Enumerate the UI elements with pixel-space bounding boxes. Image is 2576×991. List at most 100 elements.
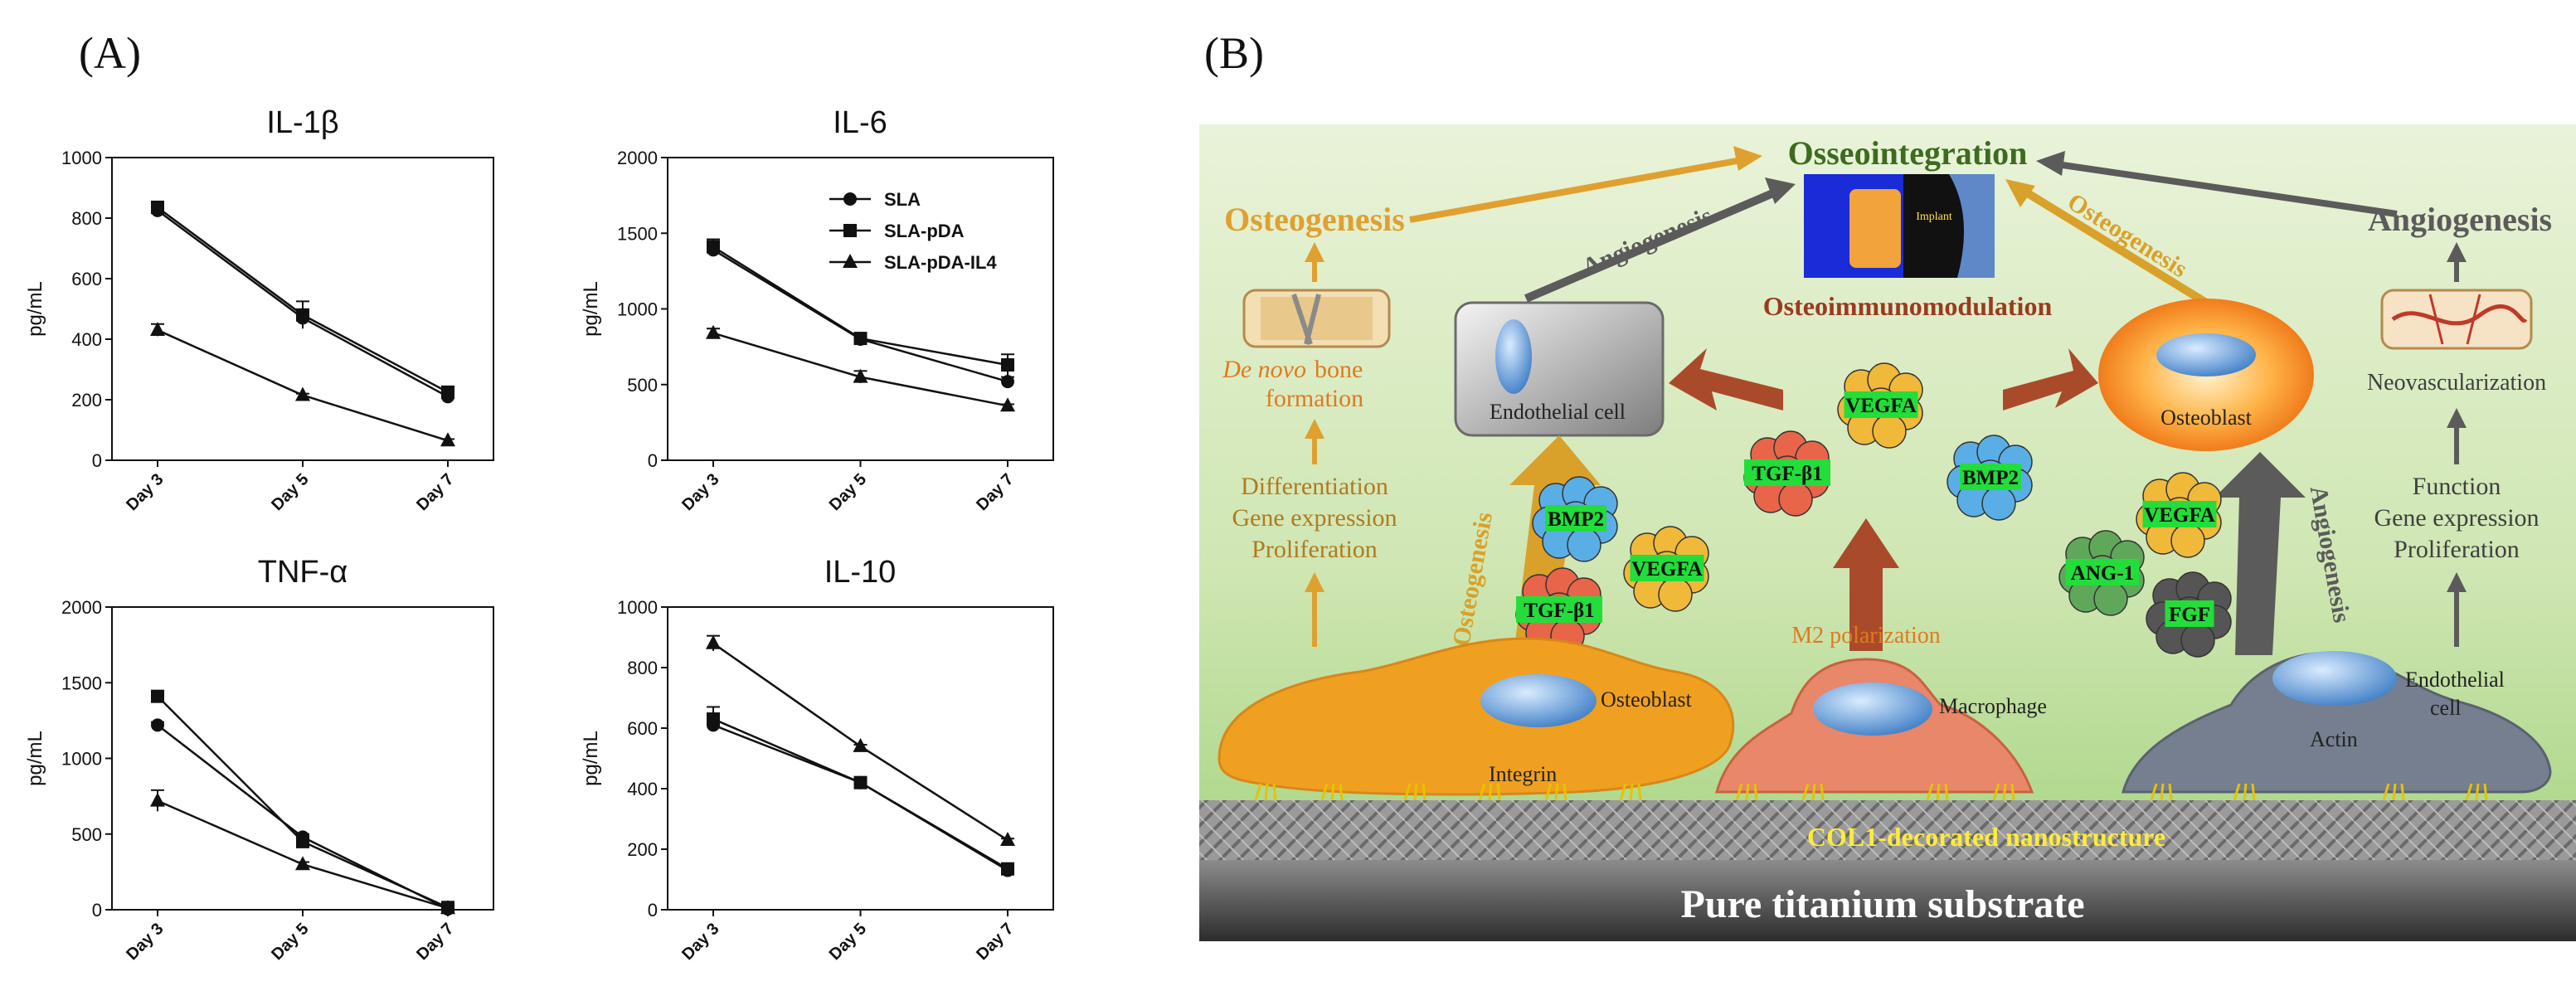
factor-label: VEGFA <box>1845 395 1917 417</box>
osteo-arrow-to-title <box>1409 146 1762 223</box>
data-point <box>151 689 164 703</box>
y-axis-label: pg/mL <box>24 281 46 337</box>
legend-marker <box>843 224 857 237</box>
left-step-2: Gene expression <box>1232 504 1397 532</box>
y-tick-label: 1000 <box>617 597 658 618</box>
factor-cluster-FGF: FGF <box>2146 571 2232 658</box>
adhesion-foot <box>1992 783 2015 801</box>
integrin-label: Integrin <box>1489 762 1557 786</box>
m2-polarization-label: M2 polarization <box>1791 623 1941 649</box>
legend-marker <box>843 254 858 268</box>
angiogenesis-outcome: Angiogenesis <box>2368 201 2552 238</box>
data-point <box>440 900 455 915</box>
x-tick-label: Day 7 <box>973 920 1017 964</box>
x-tick-label: Day 7 <box>413 470 457 514</box>
series-line <box>157 799 449 910</box>
series-SLA-pDA <box>707 706 1014 876</box>
factor-label: ANG-1 <box>2071 562 2134 585</box>
data-point <box>1000 397 1015 412</box>
series-SLA-pDA <box>151 200 454 399</box>
diagram-title: Osseointegration <box>1788 134 2028 172</box>
adhesion-foot <box>2150 783 2173 801</box>
x-tick-label: Day 3 <box>123 470 167 514</box>
data-point <box>853 368 868 383</box>
y-tick-label: 0 <box>648 900 658 921</box>
data-point <box>707 240 720 254</box>
y-tick-label: 0 <box>92 450 102 471</box>
series-SLA-pDA-IL4 <box>150 789 455 915</box>
osteoblast-cell-label: Osteoblast <box>1601 687 1693 712</box>
nanostructure-layer <box>1199 800 2576 860</box>
adhesion-foot <box>1478 783 1501 801</box>
y-tick-label: 500 <box>71 824 102 845</box>
adhesion-foot <box>2465 783 2488 801</box>
adhesion-feet <box>1254 783 2488 801</box>
series-SLA-pDA-IL4 <box>150 322 455 447</box>
factor-label: BMP2 <box>1962 467 2019 489</box>
chart-title: IL-6 <box>833 105 887 140</box>
factor-cluster-VEGFA: VEGFA <box>1837 362 1923 449</box>
adhesion-foot <box>1735 783 1758 801</box>
y-tick-label: 0 <box>92 900 102 921</box>
plot-frame <box>667 157 1054 461</box>
panel-label-a: (A) <box>79 28 141 78</box>
y-tick-label: 400 <box>627 779 658 799</box>
factor-label: TGF-β1 <box>1524 600 1594 622</box>
endothelial-cell: Endothelial cell Actin <box>2122 651 2552 794</box>
factor-label: VEGFA <box>1631 558 1703 581</box>
x-tick-label: Day 5 <box>268 920 312 964</box>
factor-label-box <box>1545 505 1606 532</box>
panel-label-b: (B) <box>1204 28 1264 78</box>
data-point <box>150 792 165 807</box>
y-axis-label: pg/mL <box>580 731 602 786</box>
right-up-arrows <box>2447 242 2467 647</box>
macrophage-to-osteoblast-arrow <box>2003 348 2098 410</box>
factor-label: VEGFA <box>2144 504 2215 527</box>
data-point <box>296 834 309 848</box>
series-line <box>157 328 449 442</box>
macrophage-cell-label: Macrophage <box>1939 694 2047 718</box>
series-SLA-pDA <box>707 238 1014 376</box>
chart-title: IL-10 <box>824 555 897 590</box>
implant-label: Implant <box>1916 211 1952 223</box>
endothelial-cell-line1: Endothelial <box>2405 668 2505 692</box>
series-line <box>157 206 449 393</box>
endothelial-cell-label: Endothelial cell <box>1490 400 1626 424</box>
factor-cluster-VEGFA: VEGFA <box>1623 526 1709 612</box>
factor-label-box <box>1960 464 2021 490</box>
y-tick-label: 400 <box>71 329 102 350</box>
factor-sphere <box>1872 414 1907 449</box>
right-step-1: Function <box>2413 473 2501 500</box>
factor-label-box <box>1516 596 1602 623</box>
adhesion-foot <box>1801 783 1825 801</box>
data-point <box>1001 862 1014 876</box>
y-tick-label: 600 <box>71 269 102 289</box>
osteoblast-target: Osteoblast <box>2098 299 2314 451</box>
series-SLA-pDA-IL4 <box>706 324 1015 412</box>
x-tick-label: Day 5 <box>826 920 870 964</box>
adhesion-foot <box>1403 783 1427 801</box>
substrate-label: Pure titanium substrate <box>1680 882 2084 926</box>
data-point <box>295 386 310 401</box>
factor-cluster-ANG-1: ANG-1 <box>2058 530 2145 616</box>
adhesion-foot <box>1926 783 1949 801</box>
macrophage-cell: Macrophage <box>1715 658 2047 794</box>
factor-label-box <box>2165 600 2214 627</box>
factor-label-box <box>1630 555 1704 581</box>
angio-arrow-to-title <box>2036 151 2398 217</box>
adhesion-foot <box>1544 783 1567 801</box>
osteogenesis-outcome: Osteogenesis <box>1224 201 1405 238</box>
osteoblast-cell: Osteoblast Integrin <box>1218 637 1735 796</box>
series-SLA-pDA <box>151 689 454 915</box>
x-tick-label: Day 7 <box>413 920 457 964</box>
y-tick-label: 500 <box>627 375 658 396</box>
factor-label-box <box>2142 501 2217 527</box>
factor-label: TGF-β1 <box>1752 463 1822 485</box>
y-tick-label: 200 <box>71 390 102 410</box>
factor-label: BMP2 <box>1548 508 1604 531</box>
factor-sphere <box>1778 482 1813 517</box>
